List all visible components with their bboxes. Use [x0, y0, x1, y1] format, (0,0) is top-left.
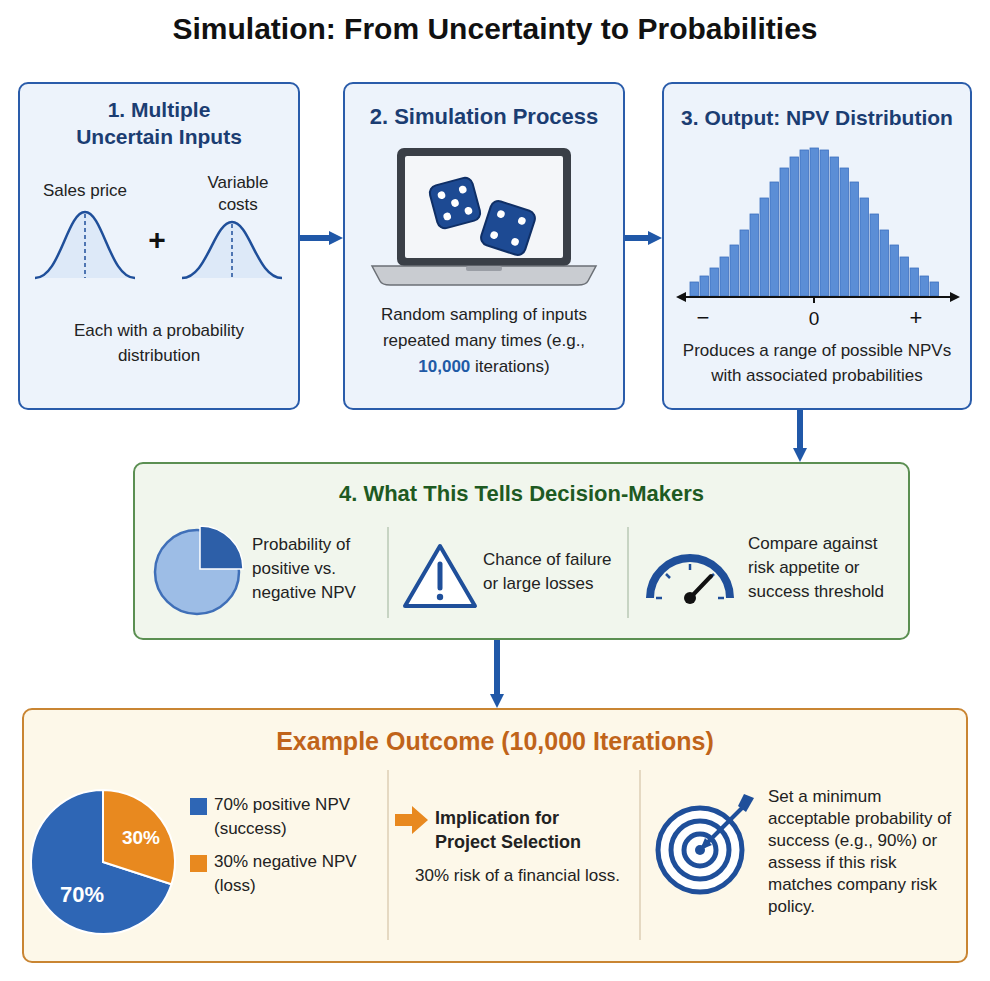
process-box: 2. Simulation ProcessRandom sampling of …	[343, 82, 625, 410]
implication-text: 30% risk of a financial loss.	[415, 864, 640, 888]
diagram-title: Simulation: From Uncertainty to Probabil…	[0, 12, 990, 46]
insight-text: Compare against risk appetite or success…	[748, 532, 903, 604]
pie-percent: 30%	[111, 826, 171, 850]
highlight-number: 10,000	[418, 357, 470, 376]
box-heading: 4. What This Tells Decision-Makers	[133, 480, 910, 508]
box-body: Produces a range of possible NPVs with a…	[682, 338, 952, 388]
pie-percent: 70%	[47, 882, 117, 908]
flow-arrow	[300, 235, 331, 241]
box-body: Each with a probability distribution	[44, 318, 274, 368]
legend-text: 30% negative NPV (loss)	[214, 850, 365, 898]
axis-label: 0	[797, 307, 831, 331]
axis-label: +	[899, 305, 933, 331]
insight-box: 4. What This Tells Decision-MakersProbab…	[133, 462, 910, 640]
flow-arrow	[625, 235, 650, 241]
box-body: Random sampling of inputs repeated many …	[369, 302, 599, 380]
input-name: Sales price	[25, 180, 145, 202]
implication-heading: Implication for Project Selection	[435, 806, 610, 854]
axis-label: −	[686, 305, 720, 331]
box-heading: Example Outcome (10,000 Iterations)	[22, 726, 968, 756]
legend-text: 70% positive NPV (success)	[214, 793, 365, 841]
flow-arrow	[797, 410, 803, 450]
input-name: Variable costs	[193, 172, 283, 216]
box-heading: 1. Multiple Uncertain Inputs	[64, 96, 254, 150]
example-box: Example Outcome (10,000 Iterations) Impli…	[22, 708, 968, 963]
flow-arrow	[494, 640, 500, 696]
insight-text: Chance of failure or large losses	[483, 548, 618, 596]
text-run: Random sampling of inputs repeated many …	[381, 305, 587, 350]
output-box: 3. Output: NPV DistributionProduces a ra…	[662, 82, 972, 410]
insight-text: Probability of positive vs. negative NPV	[252, 533, 382, 605]
legend-swatch	[190, 798, 207, 815]
box-heading: 2. Simulation Process	[353, 103, 615, 131]
legend-swatch	[190, 855, 207, 872]
box-heading: 3. Output: NPV Distribution	[667, 104, 967, 132]
policy-text: Set a minimum acceptable probability of …	[768, 786, 960, 918]
text-run: iterations)	[470, 357, 549, 376]
plus-sign: +	[140, 224, 174, 256]
